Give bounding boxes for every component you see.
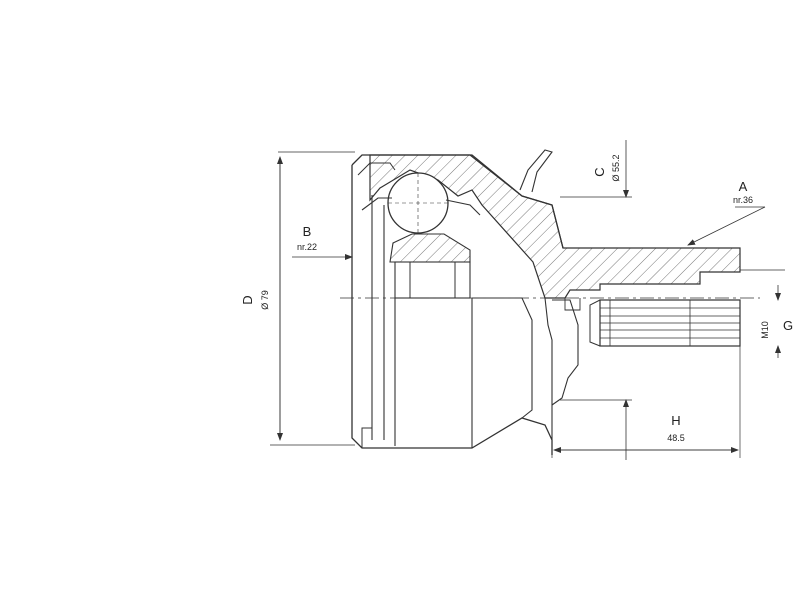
neck-lower [544, 297, 553, 440]
boot-clip [519, 149, 553, 193]
label-A: A [739, 179, 748, 194]
label-C-value: Ø 55.2 [611, 154, 621, 181]
label-H-value: 48.5 [667, 433, 685, 443]
housing-outline-lower [351, 165, 553, 455]
cage-left [361, 197, 392, 211]
housing-inner-lip [357, 162, 396, 176]
label-D: D [240, 295, 255, 304]
inner-race-hatched [389, 233, 471, 263]
label-D-value: Ø 79 [260, 290, 270, 310]
inner-hub [394, 261, 471, 299]
label-H: H [671, 413, 680, 428]
label-B: B [303, 224, 312, 239]
cage-right [445, 199, 481, 216]
label-A-value: nr.36 [733, 195, 753, 205]
label-B-value: nr.22 [297, 242, 317, 252]
housing-outline-top [351, 154, 564, 249]
label-C: C [592, 167, 607, 176]
label-G: G [783, 318, 793, 333]
label-G-value: M10 [760, 321, 770, 339]
